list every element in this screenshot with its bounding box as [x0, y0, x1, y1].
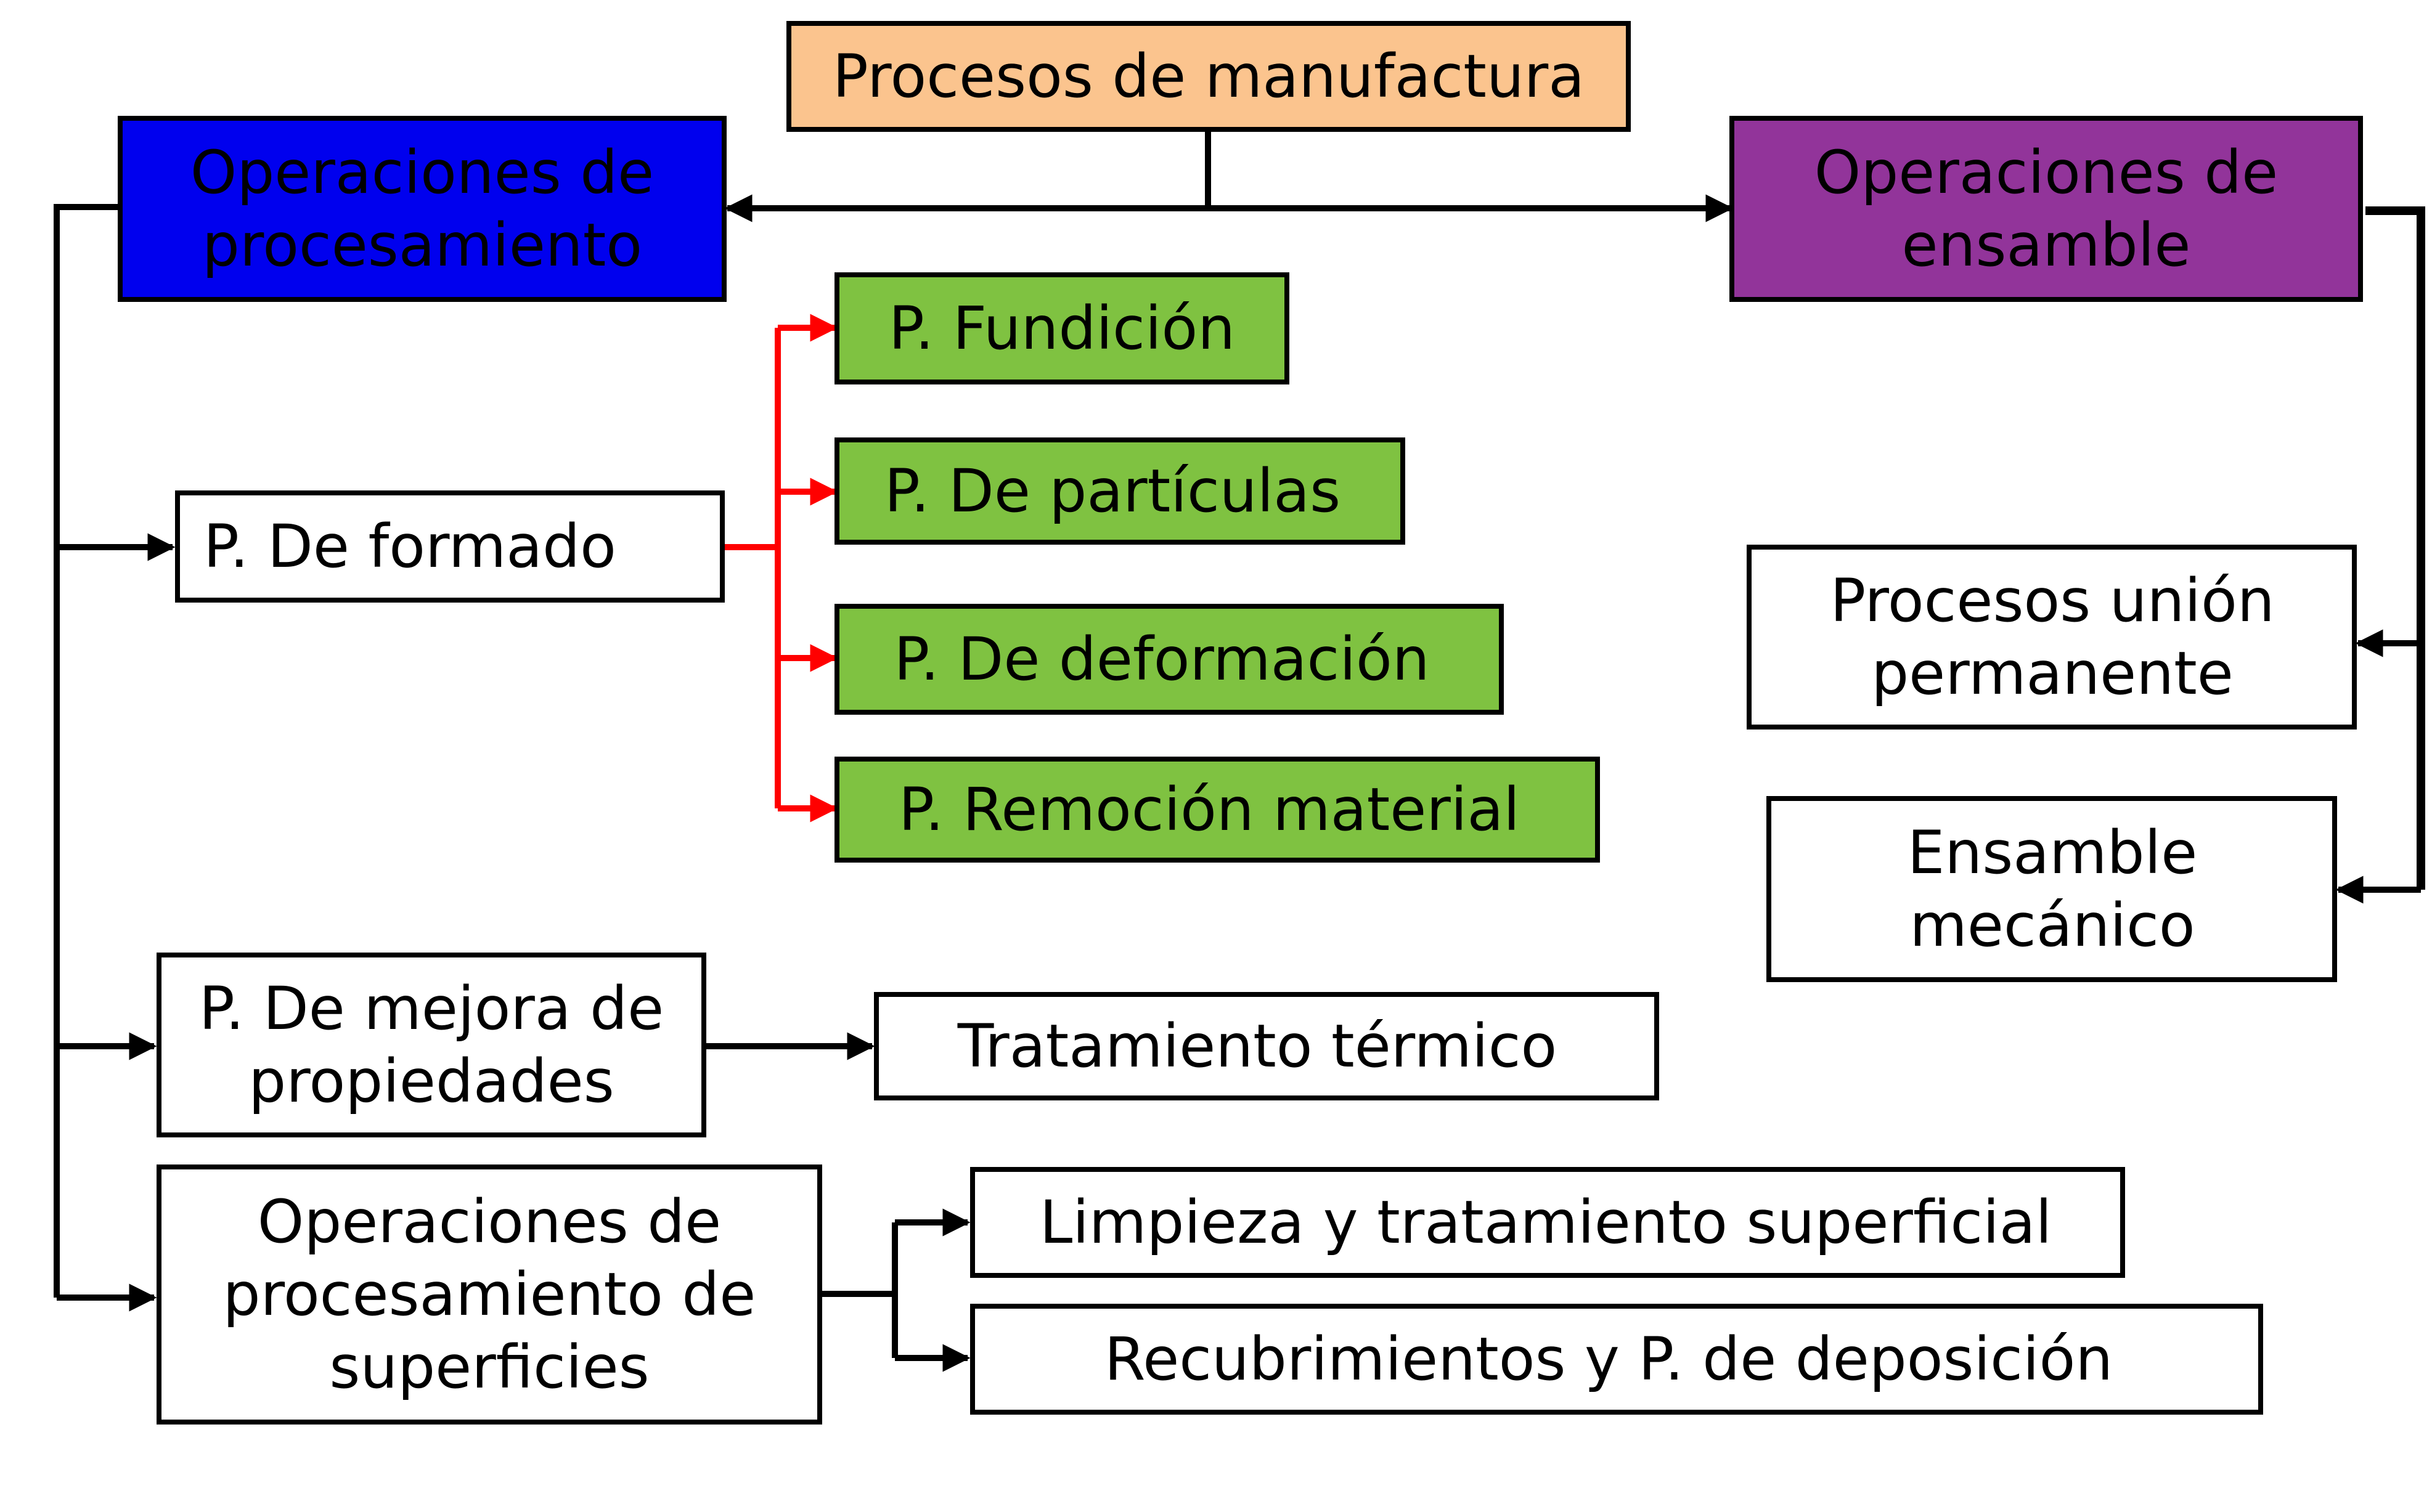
coating-box	[970, 1304, 2263, 1415]
root-node: Procesos de manufactura	[786, 21, 1631, 132]
root-label-line: Procesos de manufactura	[833, 42, 1585, 111]
surface-processing-label-line: procesamiento de	[223, 1260, 756, 1329]
material-removal-label-line: P. Remoción material	[899, 775, 1520, 844]
heat-treatment-node: Tratamiento térmico	[874, 992, 1659, 1100]
casting-label-line: P. Fundición	[889, 294, 1235, 363]
heat-treatment-label-line: Tratamiento térmico	[957, 1012, 1557, 1081]
cleaning-label: Limpieza y tratamiento superficial	[1040, 1188, 2052, 1257]
permanent-joining-label-line: permanente	[1871, 639, 2234, 708]
property-enhancing-label-line: P. De mejora de	[199, 974, 664, 1043]
assembly-operations-box	[1729, 116, 2363, 302]
particulate-node: P. De partículas	[834, 437, 1405, 545]
forming-processes-box	[175, 490, 725, 603]
surface-processing-box	[157, 1164, 822, 1425]
mechanical-assembly-label-line: mecánico	[1909, 891, 2195, 960]
permanent-joining-box	[1747, 545, 2357, 730]
mechanical-assembly-box	[1766, 796, 2337, 982]
coating-node: Recubrimientos y P. de deposición	[970, 1304, 2263, 1415]
assembly-label-line: ensamble	[1902, 211, 2191, 280]
cleaning-label-line: Limpieza y tratamiento superficial	[1040, 1188, 2052, 1257]
deformation-label-line: P. De deformación	[894, 625, 1429, 694]
material-removal-node: P. Remoción material	[834, 757, 1600, 863]
cleaning-node: Limpieza y tratamiento superficial	[970, 1167, 2125, 1278]
deformation-box	[834, 604, 1504, 715]
casting-node: P. Fundición	[834, 272, 1289, 384]
material-removal-label: P. Remoción material	[899, 775, 1520, 844]
particulate-label: P. De partículas	[884, 457, 1340, 526]
heat-treatment-box	[874, 992, 1659, 1100]
casting-box	[834, 272, 1289, 384]
assembly-label-line: Operaciones de	[1814, 138, 2278, 207]
cleaning-box	[970, 1167, 2125, 1278]
property-enhancing-box	[157, 953, 706, 1137]
forming-label-line: P. De formado	[203, 512, 616, 581]
deformation-label: P. De deformación	[894, 625, 1429, 694]
root-node-box	[786, 21, 1631, 132]
forming-processes-node: P. De formado	[175, 490, 725, 603]
connectors	[54, 131, 2425, 1372]
surface-processing-label-line: superficies	[329, 1333, 649, 1402]
particulate-label-line: P. De partículas	[884, 457, 1340, 526]
coating-label: Recubrimientos y P. de deposición	[1104, 1325, 2113, 1394]
mechanical-assembly-label-line: Ensamble	[1908, 818, 2198, 887]
heat-treatment-label: Tratamiento térmico	[957, 1012, 1557, 1081]
permanent-joining-label-line: Procesos unión	[1830, 566, 2274, 635]
material-removal-box	[834, 757, 1600, 863]
surface-processing-label-line: Operaciones de	[258, 1187, 721, 1256]
coating-label-line: Recubrimientos y P. de deposición	[1104, 1325, 2113, 1394]
casting-label: P. Fundición	[889, 294, 1235, 363]
particulate-box	[834, 437, 1405, 545]
root-node-label: Procesos de manufactura	[833, 42, 1585, 111]
connector-assembly-trunk	[2365, 206, 2425, 890]
processing-label-line: procesamiento	[202, 211, 642, 280]
property-enhancing-label-line: propiedades	[248, 1047, 614, 1116]
processing-operations-box	[118, 116, 727, 302]
deformation-node: P. De deformación	[834, 604, 1504, 715]
connector-processing-trunk	[54, 204, 120, 1298]
processing-label-line: Operaciones de	[190, 138, 654, 207]
forming-processes-label: P. De formado	[203, 512, 616, 581]
